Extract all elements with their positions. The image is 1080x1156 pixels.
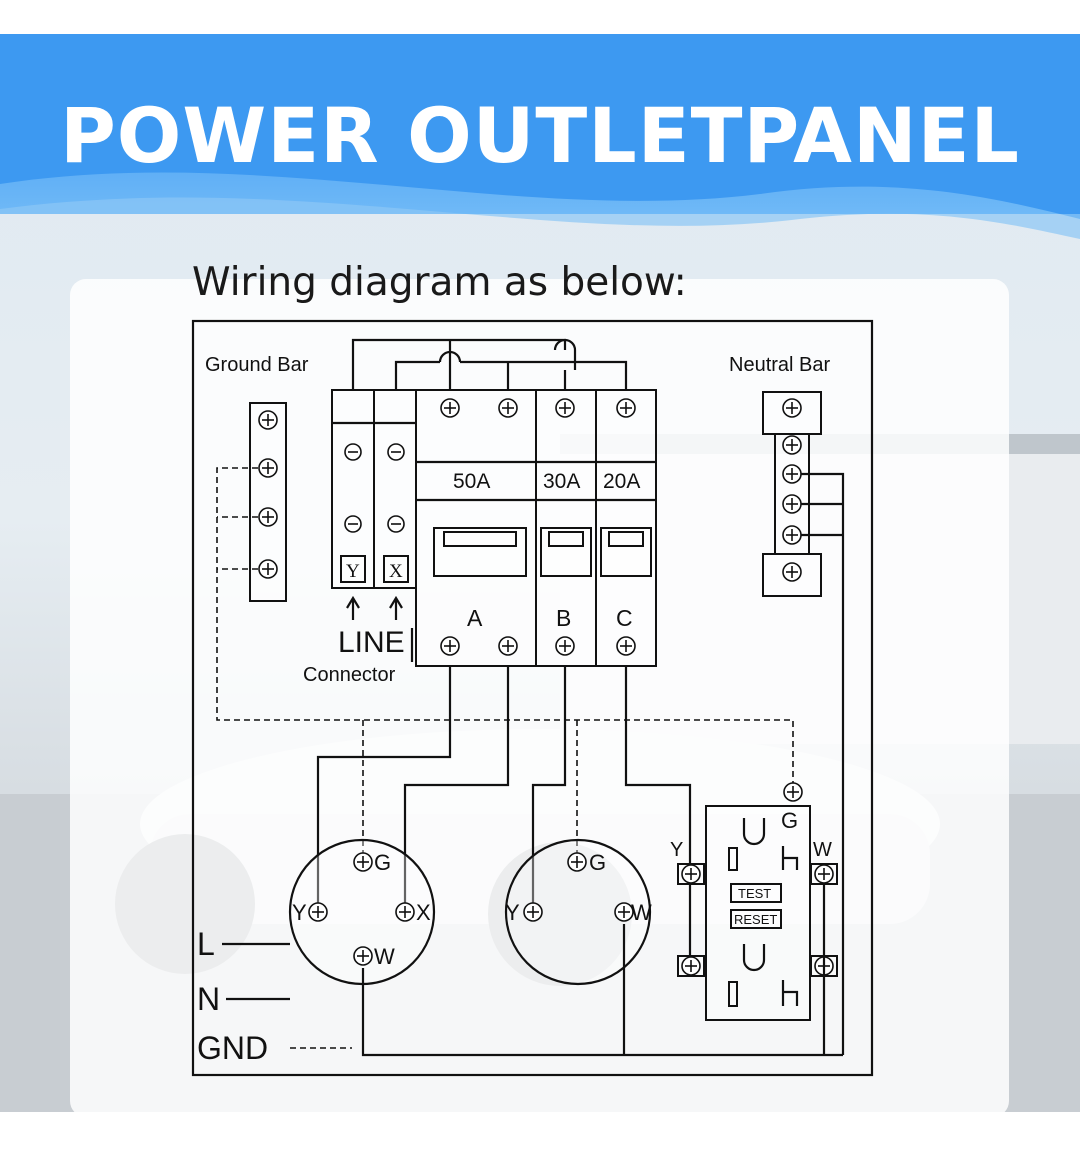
outlet-50a-w: W xyxy=(374,944,395,969)
terminal-screw-icon xyxy=(681,956,701,976)
breaker-a xyxy=(415,389,537,667)
breaker-c-letter: C xyxy=(616,605,633,631)
gfci-outlet xyxy=(677,782,838,1021)
outlet-30a-w: W xyxy=(631,900,652,925)
breaker-c xyxy=(595,389,657,667)
gfci-y: Y xyxy=(670,839,683,861)
neutral-bar xyxy=(762,391,822,597)
terminal-slot-icon xyxy=(387,515,405,533)
legend-gnd: GND xyxy=(197,1030,268,1066)
breaker-c-rating: 20A xyxy=(603,470,640,493)
wire-a-x xyxy=(403,666,510,908)
neutral-screw-icon xyxy=(782,494,802,514)
terminal-screw-icon xyxy=(440,636,460,656)
terminal-screw-icon xyxy=(353,946,373,966)
terminal-screw-icon xyxy=(395,902,415,922)
outlet-50a-x: X xyxy=(416,900,431,925)
outlet-30a-y: Y xyxy=(505,900,520,925)
terminal-screw-icon xyxy=(440,398,460,418)
hero-banner: POWER OUTLETPANEL xyxy=(0,34,1080,1112)
terminal-slot-icon xyxy=(344,515,362,533)
neutral-bar-label: Neutral Bar xyxy=(729,354,830,376)
sky-wave xyxy=(0,34,1080,219)
ground-screw-icon xyxy=(258,559,278,579)
neutral-screw-icon xyxy=(782,525,802,545)
terminal-screw-icon xyxy=(523,902,543,922)
breaker-b-letter: B xyxy=(556,605,571,631)
breaker-a-letter: A xyxy=(467,605,483,631)
ground-screw-icon xyxy=(258,410,278,430)
terminal-screw-icon xyxy=(814,864,834,884)
neutral-wire xyxy=(801,472,845,1055)
terminal-slot-icon xyxy=(344,443,362,461)
diagram-subtitle: Wiring diagram as below: xyxy=(192,260,687,305)
terminal-x-label: X xyxy=(389,561,403,582)
connector-label: Connector xyxy=(303,664,396,686)
outlet-50a-g: G xyxy=(374,850,391,875)
arrow-up-icon xyxy=(389,595,403,620)
wire-a-y xyxy=(316,666,452,908)
outlet-50a xyxy=(288,838,436,986)
breaker-b-rating: 30A xyxy=(543,470,580,493)
legend-n: N xyxy=(197,981,220,1017)
sky-wave-soft xyxy=(0,197,1080,239)
panel-frame xyxy=(191,319,874,1077)
outlet-30a xyxy=(504,838,652,986)
terminal-screw-icon xyxy=(308,902,328,922)
terminal-screw-icon xyxy=(353,852,373,872)
gfci-reset-button: RESET xyxy=(734,912,777,927)
terminal-screw-icon xyxy=(498,398,518,418)
terminal-screw-icon xyxy=(498,636,518,656)
outlet-30a-g: G xyxy=(589,850,606,875)
arrow-up-icon xyxy=(346,595,360,620)
terminal-slot-icon xyxy=(387,443,405,461)
wire-b-y xyxy=(531,666,567,908)
line-connector: Y X xyxy=(331,389,417,589)
terminal-screw-icon xyxy=(783,782,803,802)
terminal-screw-icon xyxy=(616,636,636,656)
neutral-screw-icon xyxy=(782,398,802,418)
terminal-screw-icon xyxy=(681,864,701,884)
ground-screw-icon xyxy=(258,507,278,527)
outlet-50a-y: Y xyxy=(292,900,307,925)
gfci-test-button: TEST xyxy=(738,886,771,901)
legend-l: L xyxy=(197,926,215,962)
page-title: POWER OUTLETPANEL xyxy=(60,91,1020,180)
breaker-a-rating: 50A xyxy=(453,470,490,493)
ground-bar xyxy=(249,402,287,602)
neutral-screw-icon xyxy=(782,464,802,484)
neutral-screw-icon xyxy=(782,562,802,582)
terminal-screw-icon xyxy=(555,398,575,418)
terminal-y-label: Y xyxy=(346,561,360,582)
ground-wire xyxy=(216,467,794,790)
gfci-g: G xyxy=(781,808,798,833)
neutral-screw-icon xyxy=(782,435,802,455)
ground-bar-label: Ground Bar xyxy=(205,354,309,376)
line-label: LINE xyxy=(338,626,405,659)
terminal-screw-icon xyxy=(567,852,587,872)
gfci-w: W xyxy=(813,839,832,861)
terminal-screw-icon xyxy=(616,398,636,418)
terminal-screw-icon xyxy=(555,636,575,656)
ground-screw-icon xyxy=(258,458,278,478)
